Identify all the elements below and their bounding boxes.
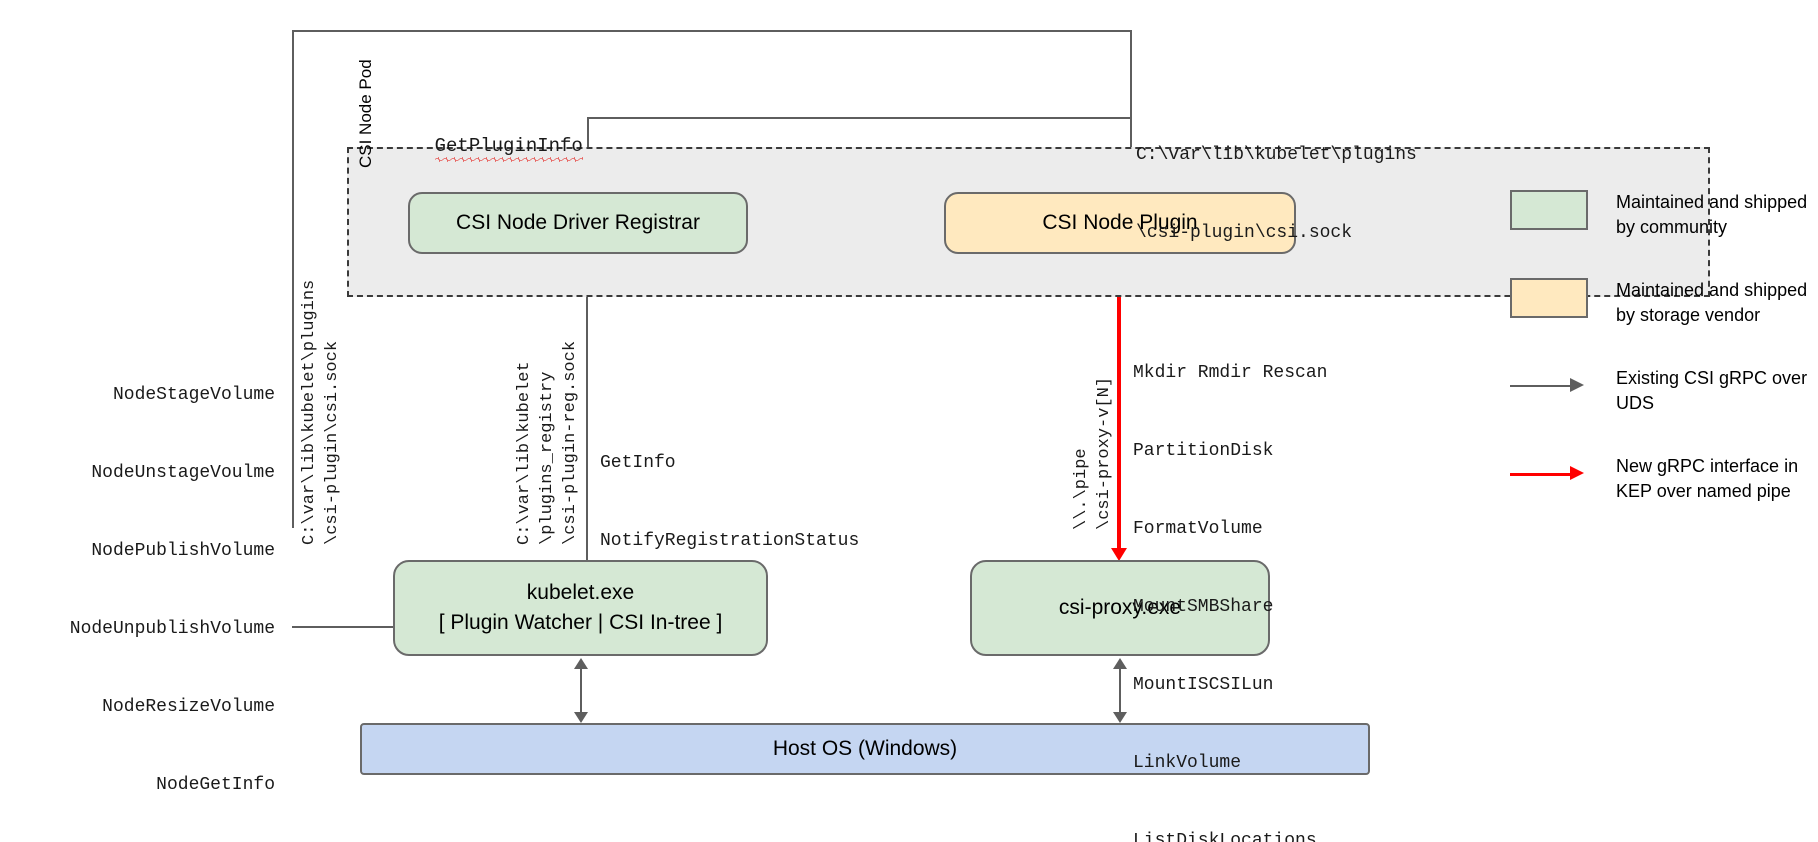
legend: Maintained and shipped by community Main… [1510,190,1810,542]
legend-arrow-line [1510,385,1572,387]
list-item: NodePublishVolume [91,541,275,561]
connector-registration-vertical [586,266,588,562]
legend-label: Maintained and shipped by storage vendor [1616,280,1808,325]
label-node-plugin-socket-path: C:\var\lib\kubelet\plugins \csi-plugin\c… [1136,90,1417,298]
legend-arrow-uds-icon [1510,366,1588,406]
legend-arrow-head [1570,378,1584,392]
arrowhead-csi-proxy-red [1111,548,1127,561]
list-item: MountISCSILun [1133,675,1274,695]
list-item: MountSMBShare [1133,597,1274,617]
kubelet-line-2: [ Plugin Watcher | CSI In-tree ] [438,611,723,634]
legend-label: New gRPC interface in KEP over named pip… [1616,456,1799,501]
connector-csi-calls-top [292,30,1132,32]
node-box-label: csi-proxy.exe [1058,596,1182,619]
socket-path-line-2: \csi-plugin\csi.sock [1136,223,1353,243]
legend-label: Existing CSI gRPC over UDS [1616,368,1808,413]
list-item: NotifyRegistrationStatus [600,531,860,551]
node-box-label: CSI Node Driver Registrar [456,211,700,234]
csi-proxy-call-list: Mkdir Rmdir Rescan PartitionDisk FormatV… [1133,308,1327,842]
csi-node-service-call-list: NodeStageVolume NodeUnstageVoulme NodePu… [30,330,275,842]
node-box-csi-node-driver-registrar[interactable]: CSI Node Driver Registrar [408,192,748,254]
label-get-plugin-info: GetPluginInfo [389,113,584,182]
connector-csi-proxy-red-line [1117,254,1121,552]
socket-path-line-1: C:\var\lib\kubelet\plugins [1136,145,1417,165]
node-box-kubelet-exe[interactable]: kubelet.exe [ Plugin Watcher | CSI In-tr… [393,560,768,656]
connector-getplugininfo-top [587,117,1132,119]
legend-arrow-line [1510,473,1572,476]
arrowhead-csiproxy-down [1113,712,1127,723]
node-box-label: Host OS (Windows) [772,737,958,760]
label-named-pipe-path: \\.\pipe \csi-proxy-v[N] [1070,377,1116,530]
registry-socket-path-line-2: \plugins_registry [538,371,557,545]
csi-node-pod-label: CSI Node Pod [356,59,375,168]
legend-arrow-named-pipe-icon [1510,454,1588,494]
legend-arrow-head [1570,466,1584,480]
list-item: NodeUnstageVoulme [91,463,275,483]
registry-socket-path-line-3: \csi-plugin-reg.sock [561,340,580,545]
arrowhead-kubelet-up [574,658,588,669]
legend-swatch-storage-vendor [1510,278,1588,318]
node-box-label: CSI Node Plugin [1042,211,1198,234]
legend-row-existing-csi-grpc: Existing CSI gRPC over UDS [1510,366,1810,416]
label-registry-socket-path: C:\var\lib\kubelet \plugins_registry \cs… [513,341,582,545]
left-socket-path-line-1: C:\var\lib\kubelet\plugins [300,279,319,545]
list-item: Mkdir Rmdir Rescan [1133,363,1328,383]
connector-csiproxy-hostos [1119,668,1121,714]
connector-kubelet-hostos [580,668,582,714]
list-item: NodeGetInfo [156,775,275,795]
named-pipe-line-1: \\.\pipe [1072,448,1091,530]
list-item: NodeStageVolume [112,385,275,405]
label-left-socket-path: C:\var\lib\kubelet\plugins \csi-plugin\c… [298,280,344,545]
registry-socket-path-line-1: C:\var\lib\kubelet [515,361,534,545]
legend-label: Maintained and shipped by community [1616,192,1808,237]
node-box-label: kubelet.exe [ Plugin Watcher | CSI In-tr… [439,578,723,638]
legend-row-new-grpc-kep: New gRPC interface in KEP over named pip… [1510,454,1810,504]
node-box-host-os[interactable]: Host OS (Windows) [360,723,1370,775]
kubelet-line-1: kubelet.exe [526,581,635,604]
list-item: LinkVolume [1133,753,1242,773]
list-item: FormatVolume [1133,519,1263,539]
arrowhead-csiproxy-up [1113,658,1127,669]
label-get-plugin-info-text: GetPluginInfo [434,135,584,162]
node-box-csi-proxy-exe[interactable]: csi-proxy.exe [970,560,1270,656]
legend-row-community: Maintained and shipped by community [1510,190,1810,240]
legend-swatch-community [1510,190,1588,230]
list-item: NodeUnpublishVolume [69,619,275,639]
node-box-csi-node-plugin[interactable]: CSI Node Plugin [944,192,1296,254]
connector-csi-calls-vertical-left [292,30,294,528]
left-socket-path-line-2: \csi-plugin\csi.sock [323,340,342,545]
named-pipe-line-2: \csi-proxy-v[N] [1095,376,1114,530]
list-item: ListDiskLocations [1133,831,1317,842]
connector-csi-calls-to-kubelet [292,626,402,628]
list-item: PartitionDisk [1133,441,1274,461]
list-item: NodeResizeVolume [102,697,275,717]
list-item: GetInfo [600,453,676,473]
legend-row-storage-vendor: Maintained and shipped by storage vendor [1510,278,1810,328]
arrowhead-kubelet-down [574,712,588,723]
registration-call-list: GetInfo NotifyRegistrationStatus [600,398,859,606]
